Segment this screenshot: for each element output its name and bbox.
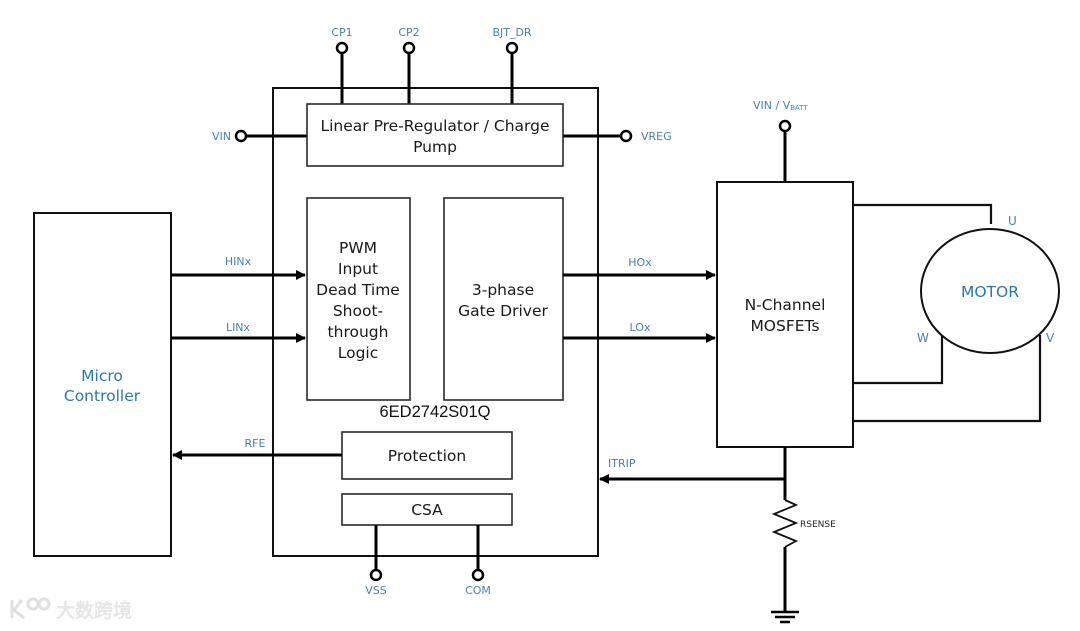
watermark-text: 大数跨境 xyxy=(56,599,132,622)
ic-part-number: 6ED2742S01Q xyxy=(380,403,491,421)
pwm-line-4: Shoot- xyxy=(333,302,383,320)
pwm-line-3: Dead Time xyxy=(316,281,400,299)
mcu-label-line2: Controller xyxy=(64,387,141,405)
mcu-label-line1: Micro xyxy=(81,367,123,385)
signal-label-linx: LINx xyxy=(226,321,251,334)
pwm-line-1: PWM xyxy=(339,239,377,257)
regulator-label-line1: Linear Pre-Regulator / Charge xyxy=(320,117,549,135)
pin-vss: VSS xyxy=(365,525,387,597)
signal-label-hox: HOx xyxy=(628,256,652,269)
rsense-resistor: RSENSE xyxy=(771,499,836,548)
pin-cp2: CP2 xyxy=(398,26,420,104)
pin-vin: VIN xyxy=(212,129,307,143)
pwm-line-2: Input xyxy=(338,260,378,278)
signal-lox: LOx xyxy=(563,321,716,343)
motor: MOTOR U W V xyxy=(917,214,1060,354)
signal-hox: HOx xyxy=(563,256,716,280)
signal-label-itrip: ITRIP xyxy=(608,457,636,470)
gate-driver-line-2: Gate Driver xyxy=(458,302,548,320)
pin-label-cp1: CP1 xyxy=(331,26,352,39)
pin-com: COM xyxy=(465,525,491,597)
signal-itrip: ITRIP xyxy=(599,447,787,500)
csa-label: CSA xyxy=(411,501,443,519)
mosfet-label-line2: MOSFETs xyxy=(750,317,819,335)
signal-label-rfe: RFE xyxy=(245,437,266,450)
motor-label: MOTOR xyxy=(961,283,1019,301)
pin-label-com: COM xyxy=(465,584,491,597)
signal-hinx: HINx xyxy=(171,255,306,280)
signal-label-lox: LOx xyxy=(630,321,651,334)
pin-vreg: VREG xyxy=(563,129,672,143)
signal-rfe: RFE xyxy=(172,437,342,460)
phase-label-v: V xyxy=(1046,331,1055,345)
pwm-line-6: Logic xyxy=(338,344,379,362)
protection-label: Protection xyxy=(388,447,466,465)
phase-label-w: W xyxy=(917,331,929,345)
pin-label-cp2: CP2 xyxy=(398,26,419,39)
pwm-line-5: through xyxy=(328,323,389,341)
pin-label-vin: VIN xyxy=(212,130,231,143)
mosfet-label-line1: N-Channel xyxy=(745,296,826,314)
gate-driver-line-1: 3-phase xyxy=(472,281,534,299)
signal-linx: LINx xyxy=(171,321,306,343)
gate-driver-block: 3-phase Gate Driver xyxy=(443,197,564,401)
pwm-logic-block: PWM Input Dead Time Shoot- through Logic xyxy=(306,197,411,401)
supply-label: VIN / VBATT xyxy=(753,99,808,112)
regulator-label-line2: Pump xyxy=(413,138,457,156)
phase-label-u: U xyxy=(1008,214,1017,228)
microcontroller-block: Micro Controller xyxy=(33,212,172,557)
mosfet-block: N-Channel MOSFETs xyxy=(716,181,854,448)
phase-w-wire xyxy=(853,335,944,385)
protection-block: Protection xyxy=(341,431,513,480)
kbo-logo-icon xyxy=(10,597,51,620)
regulator-block: Linear Pre-Regulator / Charge Pump xyxy=(306,103,564,167)
phase-u-wire xyxy=(853,203,993,224)
signal-label-hinx: HINx xyxy=(225,255,252,268)
ground-icon xyxy=(771,547,799,624)
csa-block: CSA xyxy=(341,493,513,526)
pin-label-vss: VSS xyxy=(365,584,387,597)
ic-outline xyxy=(272,87,599,557)
rsense-label: RSENSE xyxy=(800,520,836,530)
pin-label-bjt-dr: BJT_DR xyxy=(492,26,531,39)
pin-cp1: CP1 xyxy=(331,26,353,104)
pin-label-vreg: VREG xyxy=(641,130,672,143)
pin-bjt-dr: BJT_DR xyxy=(492,26,532,104)
phase-v-wire xyxy=(853,335,1042,423)
watermark: 大数跨境 xyxy=(10,597,132,622)
pin-vin-vbatt: VIN / VBATT xyxy=(753,99,808,182)
